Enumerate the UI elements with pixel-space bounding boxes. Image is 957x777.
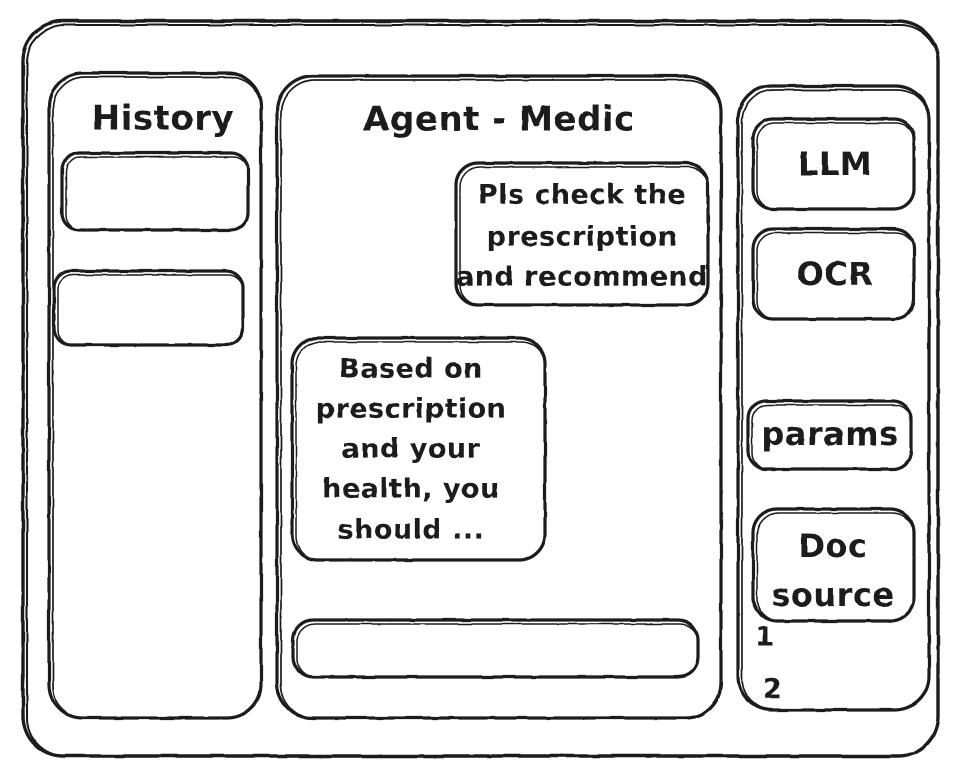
message-user-line-3: and recommend	[456, 262, 708, 293]
tool-button-params-label: params	[761, 415, 898, 453]
sidebar-tools-panel	[736, 84, 931, 712]
tool-button-ocr-label: OCR	[797, 255, 874, 293]
message-agent-line-3: and your	[342, 434, 481, 465]
doc-source-panel[interactable]: Doc source	[751, 507, 916, 623]
sidebar-history-panel: History	[47, 71, 263, 720]
history-item-2[interactable]	[52, 269, 245, 347]
message-user-line-1: Pls check the	[478, 180, 686, 211]
history-item-1[interactable]	[60, 151, 250, 232]
doc-list-item-1[interactable]: 1	[755, 622, 774, 653]
message-agent-line-4: health, you	[322, 474, 500, 505]
composer-input[interactable]	[291, 618, 700, 679]
doc-source-line-1: Doc	[798, 527, 867, 565]
sidebar-history-title: History	[92, 99, 234, 139]
message-user-line-2: prescription	[487, 222, 678, 253]
tool-button-params[interactable]: params	[746, 399, 913, 471]
doc-source-line-2: source	[771, 576, 894, 614]
message-agent-line-1: Based on	[339, 354, 483, 385]
window-frame	[21, 19, 940, 758]
doc-source-list: 1 2	[755, 622, 782, 705]
tool-button-ocr[interactable]: OCR	[751, 227, 916, 321]
message-agent-line-2: prescription	[316, 394, 507, 425]
doc-list-item-2[interactable]: 2	[763, 674, 782, 705]
tool-button-llm-label: LLM	[798, 145, 872, 183]
tool-button-llm[interactable]: LLM	[751, 117, 916, 211]
message-agent-line-5: should ...	[338, 515, 485, 546]
main-panel-title: Agent - Medic	[363, 100, 635, 140]
message-bubble-agent: Based on prescription and your health, y…	[290, 336, 547, 562]
message-bubble-user: Pls check the prescription and recommend	[454, 161, 710, 307]
main-agent-panel: Agent - Medic	[275, 74, 723, 720]
